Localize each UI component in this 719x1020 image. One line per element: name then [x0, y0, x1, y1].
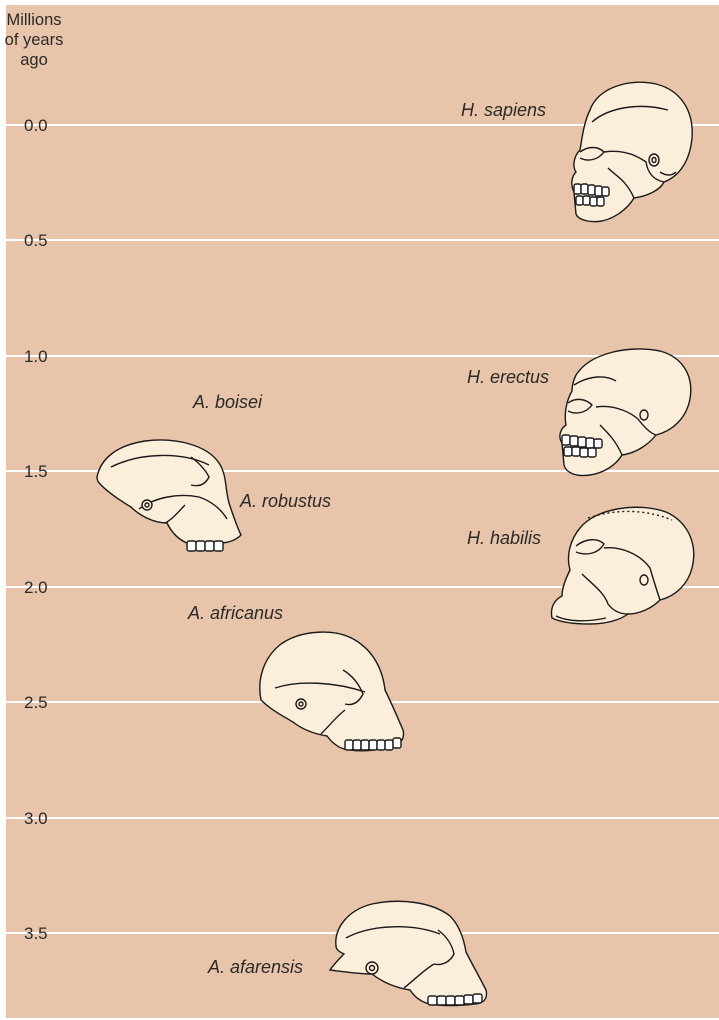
- tick-label: 3.5: [24, 924, 64, 944]
- label-h-sapiens: H. sapiens: [461, 99, 546, 121]
- h-habilis-skull: [548, 504, 698, 626]
- label-a-robustus: A. robustus: [240, 490, 331, 512]
- label-a-boisei: A. boisei: [193, 391, 262, 413]
- axis-title: Millions of years ago: [0, 10, 68, 70]
- axis-title-line: Millions: [0, 10, 68, 30]
- a-afarensis-skull: [328, 900, 492, 1008]
- h-sapiens-skull: [568, 80, 698, 225]
- label-a-afarensis: A. afarensis: [208, 956, 303, 978]
- tick-label: 3.0: [24, 809, 64, 829]
- gridline: [6, 239, 719, 241]
- a-robustus-skull: [95, 437, 245, 555]
- h-erectus-skull: [556, 345, 696, 477]
- tick-label: 0.0: [24, 116, 64, 136]
- tick-label: 0.5: [24, 231, 64, 251]
- tick-label: 2.0: [24, 578, 64, 598]
- a-africanus-skull: [255, 630, 410, 754]
- tick-label: 1.5: [24, 462, 64, 482]
- tick-label: 1.0: [24, 347, 64, 367]
- tick-label: 2.5: [24, 693, 64, 713]
- axis-title-line: ago: [0, 50, 68, 70]
- label-h-erectus: H. erectus: [467, 366, 549, 388]
- axis-title-line: of years: [0, 30, 68, 50]
- gridline: [6, 817, 719, 819]
- label-h-habilis: H. habilis: [467, 527, 541, 549]
- label-a-africanus: A. africanus: [188, 602, 283, 624]
